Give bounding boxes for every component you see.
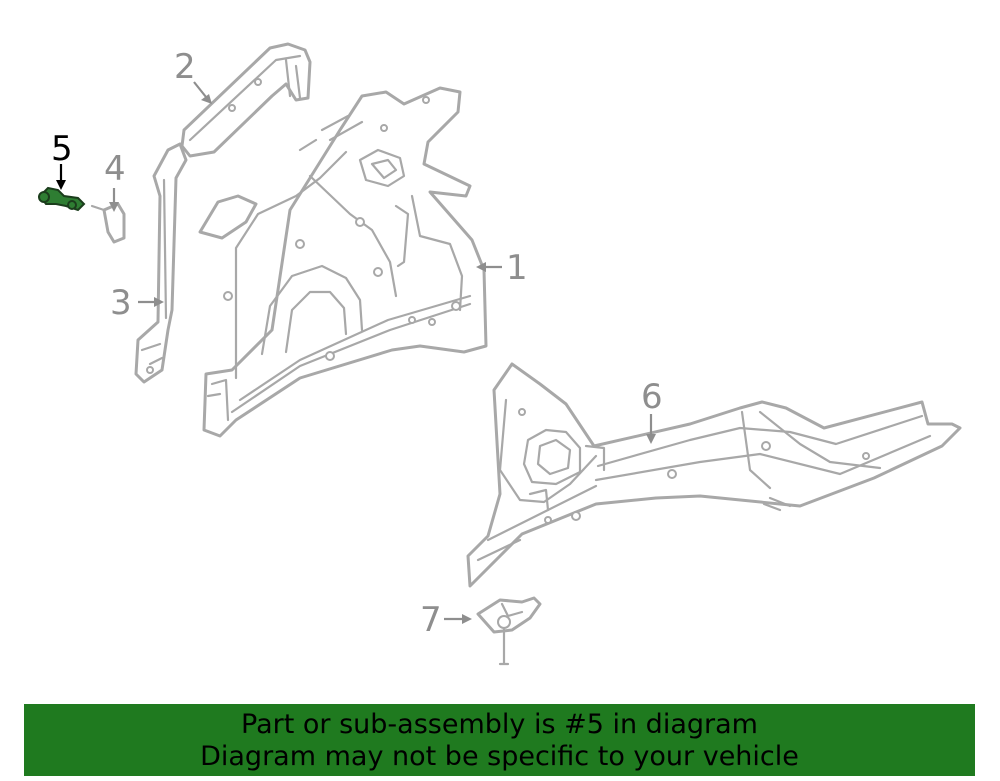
callout-5[interactable]: 5 [51,129,73,190]
banner-line-disclaimer: Diagram may not be specific to your vehi… [200,741,799,772]
part-1-wheelhouse-apron[interactable] [198,86,488,438]
callout-1[interactable]: 1 [476,248,528,288]
svg-text:2: 2 [174,47,196,87]
callout-4[interactable]: 4 [104,149,126,212]
parts-diagram: 1 2 3 4 5 6 7 [38,42,962,666]
callout-7[interactable]: 7 [420,600,472,640]
svg-text:4: 4 [104,149,126,189]
svg-text:6: 6 [641,377,663,417]
part-3-pillar[interactable] [134,142,188,384]
part-5-bracket[interactable] [38,186,86,212]
part-4-bracket[interactable] [90,202,126,244]
svg-text:3: 3 [110,283,132,323]
svg-text:5: 5 [51,129,73,169]
callout-6[interactable]: 6 [641,377,663,444]
info-banner: Part or sub-assembly is #5 in diagram Di… [24,704,975,776]
part-2-reinforcement[interactable] [180,42,312,158]
part-6-side-member[interactable] [466,362,962,588]
part-7-stud-bracket[interactable] [476,596,542,666]
callout-3[interactable]: 3 [110,283,164,323]
banner-line-part-number: Part or sub-assembly is #5 in diagram [241,709,758,740]
callout-2[interactable]: 2 [174,47,212,104]
svg-text:1: 1 [506,248,528,288]
svg-text:7: 7 [420,600,442,640]
